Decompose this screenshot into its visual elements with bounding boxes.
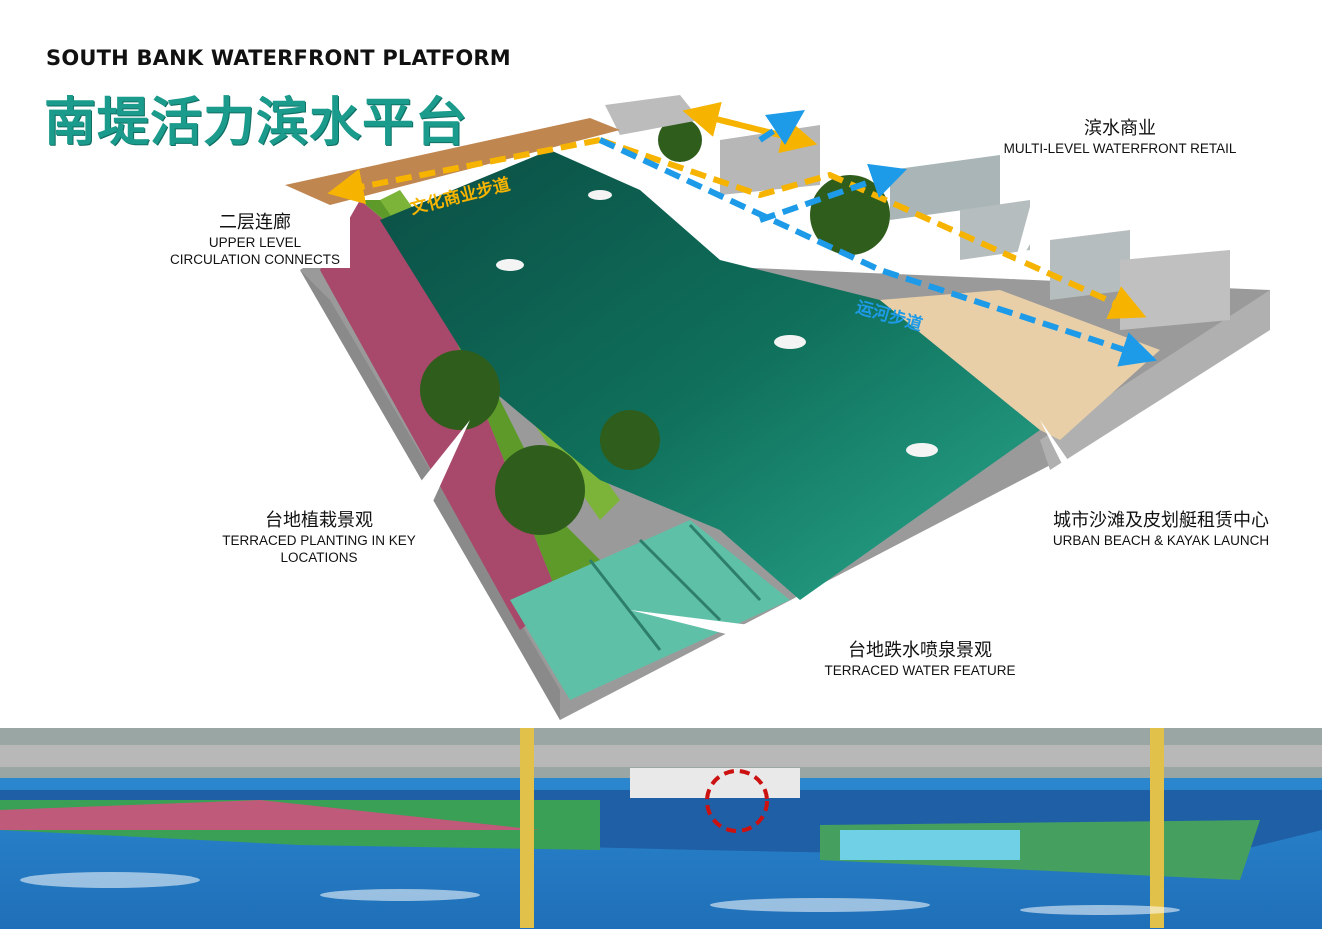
label-beach: 城市沙滩及皮划艇租赁中心 URBAN BEACH & KAYAK LAUNCH — [1030, 510, 1292, 549]
label-beach-cn: 城市沙滩及皮划艇租赁中心 — [1053, 510, 1269, 531]
urban-beach — [880, 290, 1160, 440]
label-water-feature-cn: 台地跌水喷泉景观 — [848, 640, 992, 661]
label-planting-cn: 台地植栽景观 — [265, 510, 373, 531]
page-title-cn: 南堤活力滨水平台 — [44, 93, 469, 153]
canal-water — [380, 150, 1040, 600]
label-retail-en1: MULTI-LEVEL WATERFRONT RETAIL — [1003, 141, 1237, 156]
label-upper-level-en1: UPPER LEVEL — [208, 235, 302, 250]
label-upper-level-cn: 二层连廊 — [219, 212, 291, 233]
label-water-feature-en1: TERRACED WATER FEATURE — [824, 663, 1016, 678]
upper-deck — [285, 118, 620, 205]
label-beach-en1: URBAN BEACH & KAYAK LAUNCH — [1052, 533, 1270, 548]
boats — [496, 190, 938, 457]
label-retail: 滨水商业 MULTI-LEVEL WATERFRONT RETAIL — [1000, 118, 1240, 157]
page-title-en: SOUTH BANK WATERFRONT PLATFORM — [46, 46, 511, 70]
label-water-feature: 台地跌水喷泉景观 TERRACED WATER FEATURE — [812, 640, 1028, 679]
site-plan — [0, 728, 1322, 929]
canal-walk-path — [598, 110, 1158, 367]
label-pointers — [390, 170, 1110, 650]
trees — [420, 118, 890, 535]
terraced-water-feature — [510, 520, 790, 700]
label-planting-en1: TERRACED PLANTING IN KEY — [222, 533, 416, 548]
label-planting-en2: LOCATIONS — [280, 550, 358, 565]
label-upper-level-en2: CIRCULATION CONNECTS — [169, 252, 340, 267]
label-upper-level: 二层连廊 UPPER LEVEL CIRCULATION CONNECTS — [160, 212, 350, 268]
highlight-circle — [705, 769, 769, 833]
label-planting: 台地植栽景观 TERRACED PLANTING IN KEY LOCATION… — [218, 510, 420, 566]
label-retail-cn: 滨水商业 — [1084, 118, 1156, 139]
